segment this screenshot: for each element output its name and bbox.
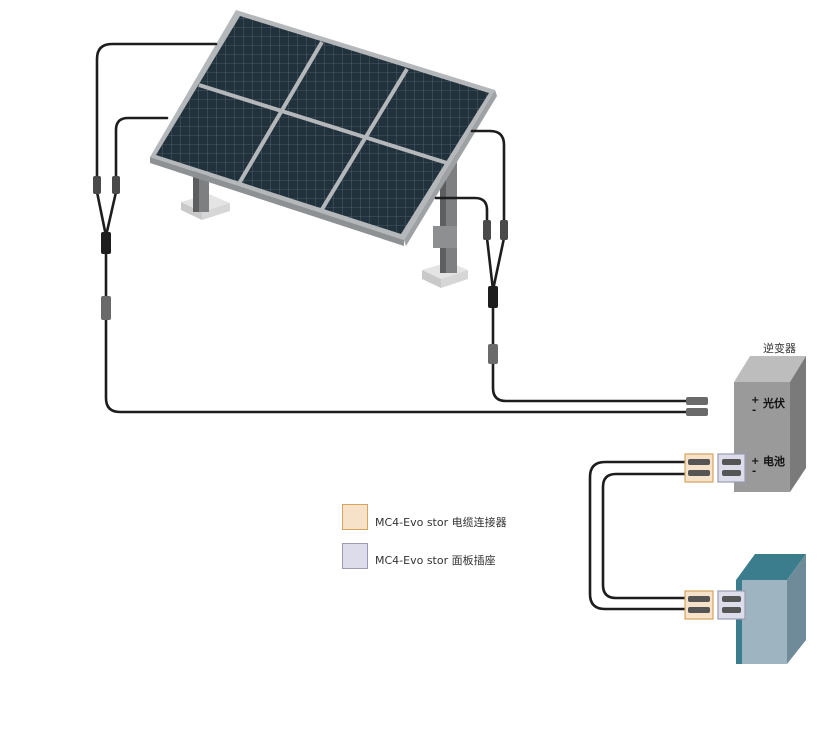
cable-right-main: [491, 288, 692, 403]
cable-connector-inverter: [684, 453, 714, 483]
battery-port-label: 电池: [763, 455, 785, 468]
cable-battery-negative: [601, 472, 690, 600]
cable-connector-battery: [684, 590, 714, 620]
cable-panel-right-bottom: [434, 196, 489, 224]
mount-post-right: [422, 155, 468, 288]
battery-minus-sign: -: [752, 466, 757, 477]
cable-left-main: [104, 234, 692, 414]
cable-panel-right-top: [470, 129, 506, 224]
pv-plus-sign: +: [751, 395, 760, 406]
legend-swatch-cable-connector: [342, 504, 368, 530]
inverter-title: 逆变器: [763, 342, 796, 355]
cable-left-y-branch: [95, 190, 118, 238]
battery: [736, 554, 806, 664]
cable-right-y-branch: [485, 236, 506, 292]
panel-socket-inverter: [717, 453, 746, 483]
inverter: [734, 356, 806, 492]
legend-label-cable-connector: MC4-Evo stor 电缆连接器: [375, 516, 507, 529]
cable-panel-left-bottom: [114, 116, 169, 180]
battery-plus-sign: +: [751, 456, 760, 467]
pv-minus-sign: -: [752, 405, 757, 416]
legend-swatch-panel-socket: [342, 543, 368, 569]
pv-port-label: 光伏: [763, 397, 785, 410]
cable-panel-left-top: [95, 42, 218, 180]
panel-socket-battery: [717, 590, 746, 620]
cable-battery-positive: [588, 460, 690, 611]
pv-connectors: [93, 176, 708, 416]
legend-label-panel-socket: MC4-Evo stor 面板插座: [375, 554, 496, 567]
solar-panel-array: [150, 10, 497, 246]
